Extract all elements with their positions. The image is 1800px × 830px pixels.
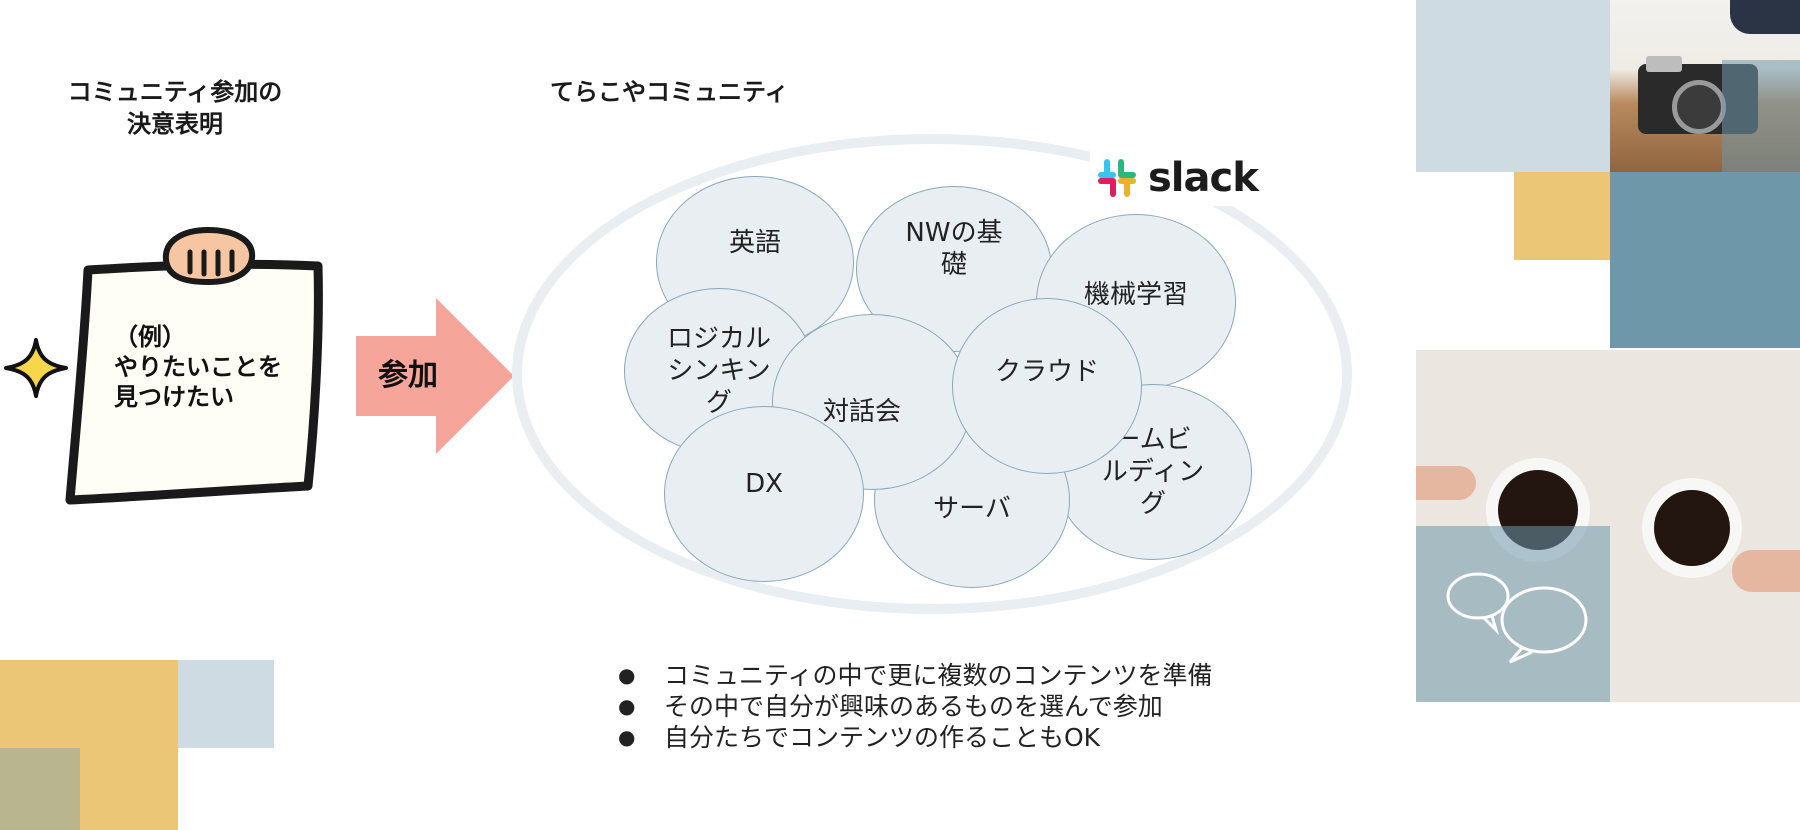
slack-logo-icon (1098, 159, 1136, 197)
note-text: （例） やりたいことを 見つけたい (114, 322, 324, 412)
left-heading-line2: 決意表明 (127, 110, 223, 138)
topic-label: グ (1139, 489, 1166, 519)
topic-label: ルディン (1101, 457, 1205, 487)
topic-label: ロジカル (666, 324, 771, 354)
bullet-item: その中で自分が興味のあるものを選んで参加 (618, 691, 1213, 722)
slack-wordmark: slack (1148, 155, 1259, 201)
deco-block-gold-right (1514, 172, 1610, 260)
coffee-photo (1416, 350, 1800, 702)
topic-label: サーバ (933, 494, 1011, 524)
community-heading: てらこやコミュニティ (550, 78, 789, 106)
arrow-label: 参加 (378, 358, 438, 393)
topic-label: NWの基 (905, 218, 1003, 248)
deco-block-steel-right (1610, 172, 1800, 348)
topic-label: 対話会 (822, 397, 901, 427)
sparkle-icon (4, 338, 68, 398)
topic-label: クラウド (994, 357, 1099, 387)
topic-label: 英語 (728, 228, 781, 258)
bullet-item: 自分たちでコンテンツの作ることもOK (618, 722, 1213, 753)
topic-label: 礎 (940, 250, 967, 280)
topic-label: 機械学習 (1083, 280, 1188, 310)
topic-label: DX (745, 469, 783, 499)
note-line2: やりたいことを (114, 353, 282, 381)
deco-block-olive-bottom-left (0, 748, 80, 830)
community-ellipse (512, 134, 1352, 614)
left-heading: コミュニティ参加の 決意表明 (40, 76, 310, 140)
topic-circle-dx: DX (664, 406, 864, 582)
bullet-list: コミュニティの中で更に複数のコンテンツを準備 その中で自分が興味のあるものを選ん… (618, 660, 1213, 753)
left-heading-line1: コミュニティ参加の (67, 78, 283, 106)
note-line3: 見つけたい (114, 383, 234, 411)
hand-icon (162, 226, 256, 286)
camera-photo (1610, 0, 1800, 172)
bullet-item: コミュニティの中で更に複数のコンテンツを準備 (618, 660, 1213, 691)
topic-circle-cloud: クラウド (952, 298, 1142, 474)
topic-label: シンキン (667, 356, 771, 386)
deco-block-blue-bottom-left (178, 660, 274, 748)
note-line1: （例） (114, 323, 186, 351)
slack-logo: slack (1090, 150, 1280, 206)
deco-block-blue-top-right (1416, 0, 1610, 172)
arrow-shape (356, 298, 514, 454)
